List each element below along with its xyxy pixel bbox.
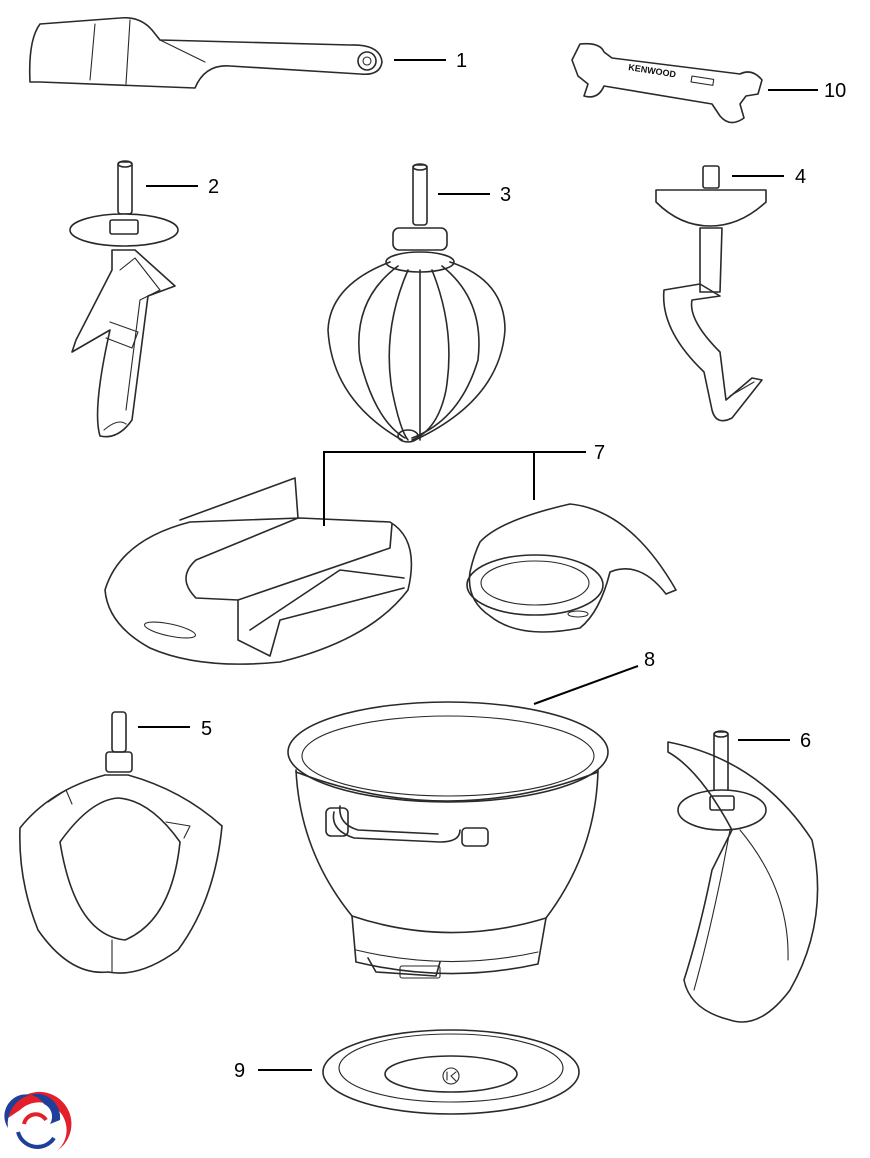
callout-10: 10 [824, 80, 846, 102]
callout-4: 4 [795, 166, 806, 188]
callout-6: 6 [800, 730, 811, 752]
part-spanner: KENWOOD [571, 42, 763, 124]
part-spatula [28, 16, 383, 89]
callout-1: 1 [456, 50, 467, 72]
callout-9: 9 [234, 1060, 245, 1082]
part-creaming-beater [667, 730, 819, 1023]
callout-7: 7 [594, 442, 605, 464]
callout-3: 3 [500, 184, 511, 206]
part-k-beater [69, 160, 179, 438]
callout-8: 8 [644, 649, 655, 671]
brand-swirl-logo-icon [4, 1091, 72, 1150]
part-flexi-beater [19, 711, 223, 974]
callout-2: 2 [208, 176, 219, 198]
part-splash-guard [104, 477, 677, 665]
leader-lines [138, 59, 818, 1071]
part-dough-hook [655, 165, 767, 422]
callout-5: 5 [201, 718, 212, 740]
part-bowl-base [322, 1029, 580, 1115]
part-whisk [327, 163, 506, 443]
part-mixing-bowl [287, 701, 609, 979]
